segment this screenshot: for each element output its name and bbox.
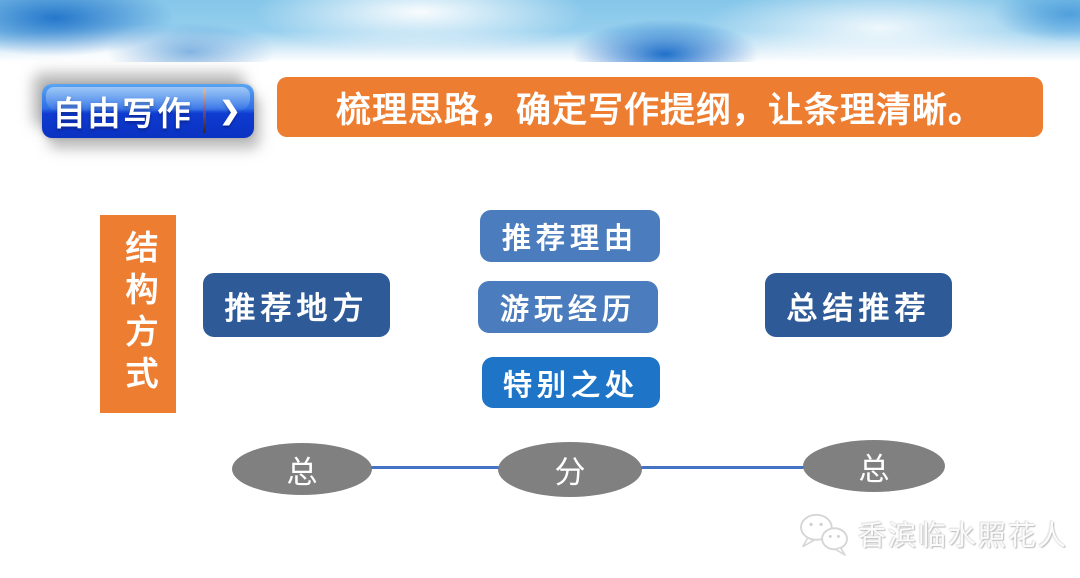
badge-divider: [203, 89, 206, 133]
badge-label: 自由写作: [52, 95, 193, 132]
structure-box-travel-experience: 游玩经历: [478, 281, 658, 333]
flow-node-general-2: 总: [803, 440, 945, 492]
free-writing-badge: 自由写作 ❯: [42, 84, 254, 138]
watermark: 香滨临水照花人: [795, 511, 1068, 557]
structure-box-recommend-place: 推荐地方: [203, 273, 390, 337]
flow-connector-2: [641, 466, 804, 469]
watermark-text: 香滨临水照花人: [858, 521, 1069, 552]
flow-node-detail: 分: [498, 442, 642, 497]
flow-connector-1: [371, 466, 499, 469]
structure-box-summary-recommend: 总结推荐: [765, 273, 952, 337]
structure-side-label: 结构方式: [100, 215, 176, 413]
structure-box-special-features: 特别之处: [482, 357, 660, 408]
flow-node-general-1: 总: [232, 443, 372, 495]
lesson-title-banner: 梳理思路，确定写作提纲，让条理清晰。: [277, 77, 1043, 137]
structure-side-label-text: 结构方式: [120, 230, 156, 398]
wechat-icon: [795, 511, 853, 557]
sky-clouds-banner: [0, 0, 1080, 62]
structure-box-recommend-reason: 推荐理由: [480, 210, 660, 262]
chevron-right-icon: ❯: [219, 97, 241, 125]
